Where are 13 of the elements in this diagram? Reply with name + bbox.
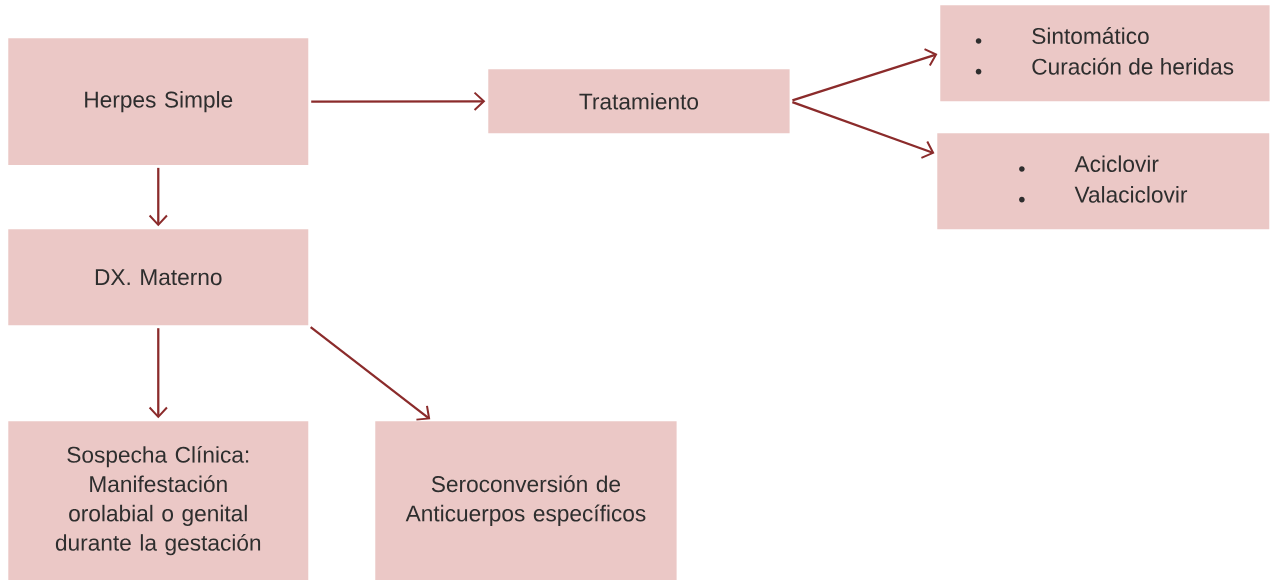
process-box: Tratamiento xyxy=(488,69,790,134)
arrow xyxy=(792,48,938,102)
process-box: Sospecha Clínica: Manifestación orolabial o genital durante la gestación xyxy=(8,421,309,580)
arrow xyxy=(148,328,168,419)
process-box: Herpes Simple xyxy=(8,38,309,165)
list-box: Sintomático Curación de heridas xyxy=(940,5,1270,102)
process-box: Seroconversión de Anticuerpos específicos xyxy=(375,421,677,580)
process-box: DX. Materno xyxy=(8,229,309,326)
arrow xyxy=(792,101,935,159)
arrow xyxy=(148,167,168,227)
arrow xyxy=(309,326,431,421)
list-box: Aciclovir Valaciclovir xyxy=(937,133,1270,230)
arrow xyxy=(311,91,486,111)
